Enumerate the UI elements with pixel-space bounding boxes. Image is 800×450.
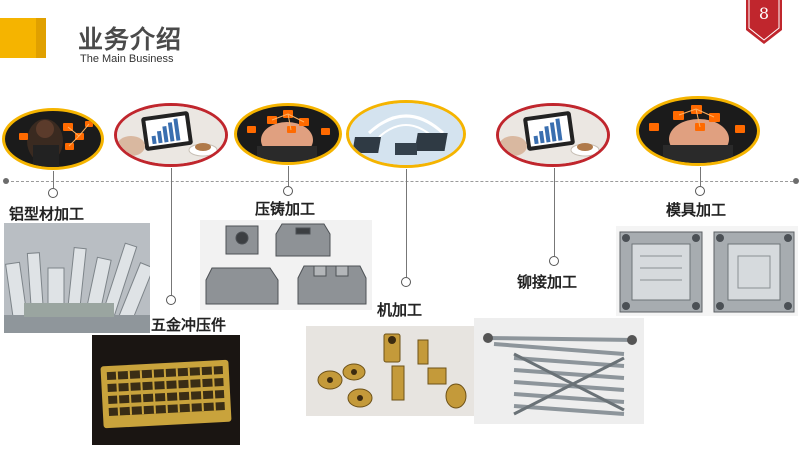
riveted-assembly-photo bbox=[474, 318, 644, 424]
business-label-machining: 机加工 bbox=[377, 301, 423, 319]
timeline-marker-machining bbox=[401, 277, 411, 287]
business-label-aluminum: 铝型材加工 bbox=[9, 205, 85, 223]
timeline-connector bbox=[53, 171, 54, 188]
header-accent-bar-shade bbox=[36, 18, 46, 58]
page-subtitle: The Main Business bbox=[80, 53, 174, 65]
mold-photo bbox=[616, 226, 798, 316]
timeline-marker-stamping bbox=[166, 295, 176, 305]
timeline-marker-aluminum bbox=[48, 188, 58, 198]
timeline-start-dot bbox=[3, 178, 9, 184]
network-image-oval-1 bbox=[2, 108, 104, 170]
timeline-marker-diecasting bbox=[283, 186, 293, 196]
stamped-keyboard-photo bbox=[92, 335, 240, 445]
aluminum-profiles-photo bbox=[4, 223, 150, 333]
devices-image-oval-4 bbox=[346, 100, 466, 168]
page-number: 8 bbox=[758, 4, 770, 23]
timeline-connector bbox=[288, 166, 289, 186]
business-label-stamping: 五金冲压件 bbox=[151, 316, 227, 334]
diecast-parts-photo bbox=[200, 220, 372, 310]
network-image-oval-6 bbox=[636, 96, 760, 166]
business-label-diecasting: 压铸加工 bbox=[255, 200, 316, 218]
timeline-marker-riveting bbox=[549, 256, 559, 266]
business-label-mold: 模具加工 bbox=[666, 201, 727, 219]
page-number-badge bbox=[746, 0, 782, 44]
machined-parts-photo bbox=[306, 326, 474, 416]
business-label-riveting: 铆接加工 bbox=[517, 273, 578, 291]
page-title: 业务介绍 bbox=[78, 25, 183, 54]
tablet-image-oval-5 bbox=[496, 103, 610, 167]
timeline-connector bbox=[554, 168, 555, 256]
timeline-connector bbox=[171, 168, 172, 295]
network-image-oval-3 bbox=[234, 103, 342, 165]
tablet-image-oval-2 bbox=[114, 103, 228, 167]
timeline-marker-mold bbox=[695, 186, 705, 196]
timeline-connector bbox=[406, 169, 407, 277]
timeline-line bbox=[6, 181, 798, 182]
timeline-connector bbox=[700, 167, 701, 186]
timeline-end-dot bbox=[793, 178, 799, 184]
